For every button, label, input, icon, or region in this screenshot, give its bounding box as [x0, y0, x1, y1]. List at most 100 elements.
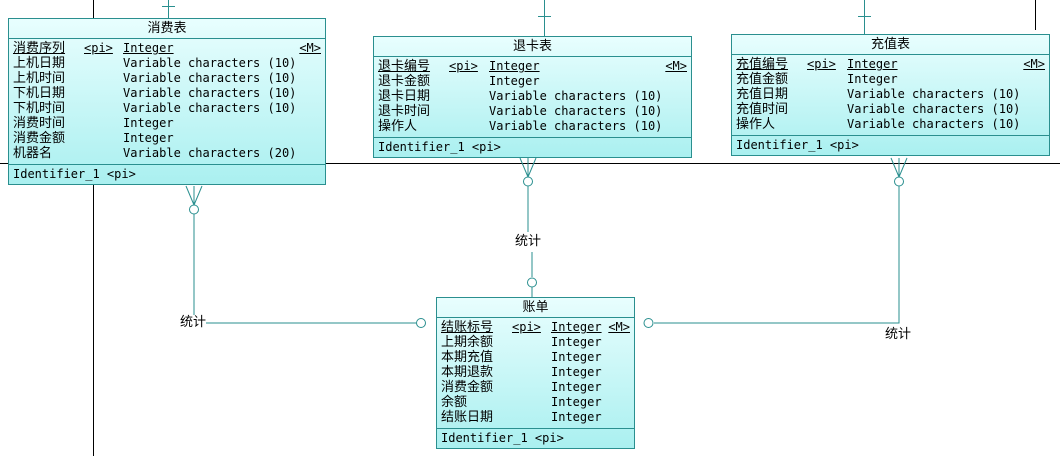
attribute-type: Integer: [489, 74, 540, 88]
attribute-type: Variable characters (10): [847, 117, 1021, 131]
attribute-row: 上期余额 Integer: [441, 335, 630, 350]
attribute-type: Variable characters (10): [123, 86, 297, 100]
attribute-row: 退卡时间 Variable characters (10): [378, 104, 687, 119]
entity-title: 充值表: [732, 35, 1049, 55]
mandatory-marker: <M>: [1023, 57, 1045, 71]
attribute-name: 消费时间: [13, 116, 66, 131]
attribute-row: 结账日期 Integer: [441, 410, 630, 425]
attribute-type: Integer: [551, 365, 602, 379]
attribute-name: 充值编号: [736, 57, 789, 72]
attribute-name: 消费金额: [441, 380, 494, 395]
attribute-name: 下机时间: [13, 101, 66, 116]
attribute-name: 上期余额: [441, 335, 494, 350]
attribute-type: Variable characters (20): [123, 146, 297, 160]
attribute-type: Integer: [551, 395, 602, 409]
attribute-name: 充值时间: [736, 102, 789, 117]
attribute-type: Integer: [847, 57, 898, 71]
attribute-type: Integer: [551, 380, 602, 394]
relationship-label-consumption-bill: 统计: [180, 315, 207, 330]
attribute-type: Integer: [551, 335, 602, 349]
entity-consumption[interactable]: 消费表 消费序列 <pi> Integer <M> 上机日期 Variable chara…: [8, 18, 326, 185]
attribute-name: 消费金额: [13, 131, 66, 146]
attribute-name: 结账标号: [441, 320, 494, 335]
mandatory-marker: <M>: [299, 41, 321, 55]
relationship-recharge-bill[interactable]: [643, 157, 908, 328]
attribute-type: Integer: [489, 59, 540, 73]
entity-title: 账单: [437, 298, 634, 318]
attribute-type: Variable characters (10): [123, 56, 297, 70]
attribute-row: 下机时间 Variable characters (10): [13, 101, 321, 116]
entity-title: 消费表: [9, 19, 325, 39]
attribute-row: 消费金额 Integer: [13, 131, 321, 146]
attribute-name: 退卡日期: [378, 89, 431, 104]
attribute-row: 结账标号 <pi> Integer <M>: [441, 320, 630, 335]
attribute-name: 消费序列: [13, 41, 66, 56]
relationship-stub[interactable]: [538, 0, 551, 36]
attribute-row: 本期退款 Integer: [441, 365, 630, 380]
attribute-row: 上机时间 Variable characters (10): [13, 71, 321, 86]
attribute-row: 消费金额 Integer: [441, 380, 630, 395]
attribute-row: 操作人 Variable characters (10): [378, 119, 687, 134]
attribute-row: 操作人 Variable characters (10): [736, 117, 1045, 132]
primary-identifier-marker: <pi>: [449, 59, 478, 73]
attribute-type: Variable characters (10): [123, 71, 297, 85]
attribute-name: 操作人: [736, 117, 776, 132]
primary-identifier-marker: <pi>: [807, 57, 836, 71]
primary-identifier-marker: <pi>: [512, 320, 541, 334]
attribute-type: Variable characters (10): [489, 104, 663, 118]
primary-identifier-marker: <pi>: [84, 41, 113, 55]
attribute-row: 退卡金额 Integer: [378, 74, 687, 89]
attribute-type: Integer: [123, 41, 174, 55]
mandatory-marker: <M>: [608, 320, 630, 334]
attribute-type: Integer: [551, 410, 602, 424]
attribute-row: 下机日期 Variable characters (10): [13, 86, 321, 101]
attribute-row: 机器名 Variable characters (20): [13, 146, 321, 161]
attribute-type: Integer: [123, 131, 174, 145]
attribute-name: 退卡编号: [378, 59, 431, 74]
attribute-list: 消费序列 <pi> Integer <M> 上机日期 Variable character…: [9, 39, 325, 164]
relationship-stub[interactable]: [858, 0, 871, 34]
entity-identifier: Identifier_1 <pi>: [437, 428, 634, 448]
attribute-name: 上机日期: [13, 56, 66, 71]
attribute-type: Variable characters (10): [489, 119, 663, 133]
attribute-row: 消费序列 <pi> Integer <M>: [13, 41, 321, 56]
attribute-name: 结账日期: [441, 410, 494, 425]
attribute-type: Variable characters (10): [847, 102, 1021, 116]
attribute-name: 本期充值: [441, 350, 494, 365]
attribute-row: 充值时间 Variable characters (10): [736, 102, 1045, 117]
attribute-row: 充值编号 <pi> Integer <M>: [736, 57, 1045, 72]
entity-identifier: Identifier_1 <pi>: [732, 135, 1049, 155]
relationship-stub[interactable]: [162, 0, 175, 18]
attribute-row: 退卡编号 <pi> Integer <M>: [378, 59, 687, 74]
attribute-name: 操作人: [378, 119, 418, 134]
mandatory-marker: <M>: [665, 59, 687, 73]
attribute-name: 退卡金额: [378, 74, 431, 89]
attribute-type: Integer: [551, 320, 602, 334]
relationship-label-refund-bill: 统计: [515, 234, 542, 249]
attribute-name: 机器名: [13, 146, 53, 161]
attribute-name: 本期退款: [441, 365, 494, 380]
relationship-label-recharge-bill: 统计: [885, 327, 912, 342]
attribute-type: Variable characters (10): [847, 87, 1021, 101]
relationship-consumption-bill[interactable]: [185, 185, 426, 328]
attribute-name: 退卡时间: [378, 104, 431, 119]
attribute-name: 下机日期: [13, 86, 66, 101]
entity-title: 退卡表: [374, 37, 691, 57]
entity-identifier: Identifier_1 <pi>: [374, 137, 691, 157]
attribute-type: Integer: [847, 72, 898, 86]
relationship-refund-bill[interactable]: [519, 157, 537, 297]
attribute-name: 上机时间: [13, 71, 66, 86]
attribute-type: Variable characters (10): [123, 101, 297, 115]
